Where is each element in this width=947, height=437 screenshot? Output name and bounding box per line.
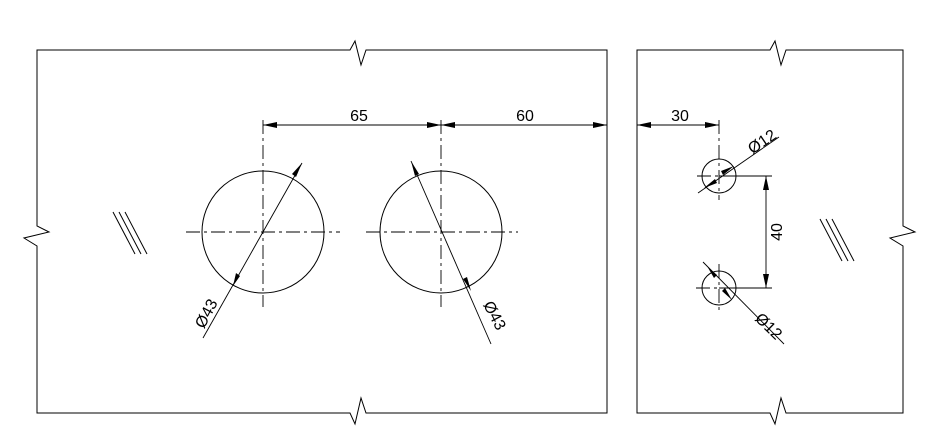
right-hatch-mark: [819, 218, 855, 262]
dimension-60-label: 60: [516, 108, 534, 125]
dimension-65-label: 65: [350, 108, 368, 125]
diameter-12-top-label: Ø12: [745, 127, 780, 158]
right-hole-centerlines: [366, 120, 518, 307]
dimension-60: 60: [441, 108, 607, 128]
left-hole-centerlines: [186, 120, 340, 307]
diameter-43-left: Ø43: [192, 162, 303, 339]
diameter-12-bottom-label: Ø12: [751, 310, 785, 343]
diameter-12-top: Ø12: [697, 127, 780, 194]
bottom-small-hole-centerlines: [696, 264, 742, 310]
top-small-hole-centerlines: [697, 120, 742, 200]
right-plate-outline: [636, 39, 917, 426]
left-plate-outline: [22, 39, 608, 426]
dimension-40-label: 40: [769, 223, 786, 241]
diameter-43-right: Ø43: [410, 160, 509, 345]
diameter-12-bottom: Ø12: [702, 261, 785, 345]
dimension-30: 30: [637, 108, 719, 128]
dimension-65: 65: [263, 108, 441, 128]
diameter-43-left-label: Ø43: [192, 296, 221, 331]
dimension-40: 40: [719, 175, 786, 289]
dimension-30-label: 30: [671, 108, 689, 125]
left-hatch-mark: [112, 211, 148, 255]
